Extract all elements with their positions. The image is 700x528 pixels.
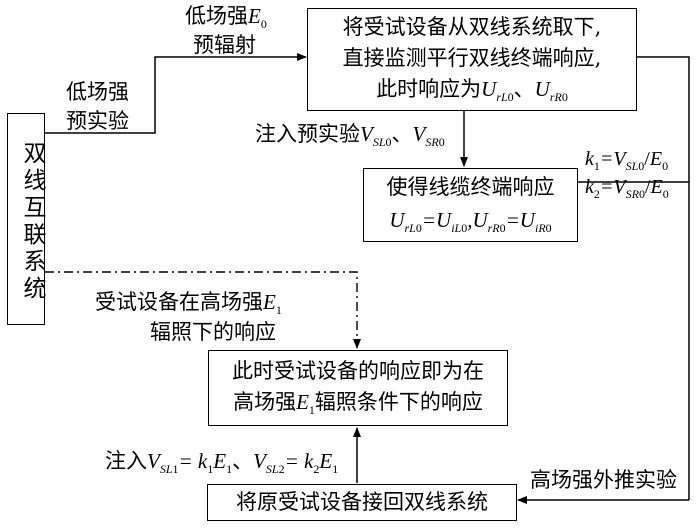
dual-line-system-box: 双线互联系统 xyxy=(7,113,45,325)
dashed-arrow-system-to-result xyxy=(45,271,361,349)
var-e1: E1 xyxy=(296,390,315,417)
label-low-field-rad-prefix: 低场强 xyxy=(185,4,248,28)
top-box-line-3: 此时响应为UrL0、UrR0 xyxy=(308,76,636,104)
result-line-2-prefix: 高场强 xyxy=(233,390,297,414)
mid-box-equation: UrL0=UiL0,UrR0=UiR0 xyxy=(389,208,552,235)
label-inject-pre-sep: 、 xyxy=(391,122,413,146)
result-line-2-suffix: 辐照条件下的响应 xyxy=(314,390,483,414)
var-e0: E0 xyxy=(248,4,267,31)
mid-process-box: 使得线缆终端响应 UrL0=UiL0,UrR0=UiR0 xyxy=(363,168,578,242)
top-process-box: 将受试设备从双线系统取下, 直接监测平行双线终端响应, 此时响应为UrL0、Ur… xyxy=(307,8,637,111)
label-inject-final-sep: 、 xyxy=(232,449,254,473)
bottom-box-label: 将原受试设备接回双线系统 xyxy=(236,490,488,514)
label-inject-pre-prefix: 注入预实验 xyxy=(255,122,360,146)
top-box-line-1: 将受试设备从双线系统取下, xyxy=(342,15,602,39)
var-e1-label: E1 xyxy=(263,290,282,317)
label-low-field-rad-2: 预辐射 xyxy=(193,33,256,57)
var-v-sl0: VSL0 xyxy=(360,122,392,149)
dual-line-system-label: 双线互联系统 xyxy=(19,141,45,303)
top-box-line-2: 直接监测平行双线终端响应, xyxy=(342,46,602,70)
eq-v-sl2: VSL2= k2E1 xyxy=(253,449,339,476)
label-high-field-resp-prefix: 受试设备在高场强 xyxy=(95,290,263,314)
label-k1: k1=VSL0/E0 xyxy=(585,148,669,173)
var-v-sr0: VSR0 xyxy=(412,122,445,149)
label-high-field-resp-2: 辐照下的响应 xyxy=(150,320,276,344)
mid-box-line-1: 使得线缆终端响应 xyxy=(386,175,555,199)
label-high-field-resp-1: 受试设备在高场强E1 xyxy=(95,289,282,317)
bottom-box: 将原受试设备接回双线系统 xyxy=(207,484,517,521)
result-box-line-1: 此时受试设备的响应即为在 xyxy=(232,359,484,383)
label-high-field-extrap: 高场强外推实验 xyxy=(530,468,677,492)
label-inject-final-prefix: 注入 xyxy=(105,449,147,473)
var-u-rl0: UrL0 xyxy=(481,77,514,104)
eq-v-sl1: VSL1= k1E1 xyxy=(147,449,233,476)
result-box: 此时受试设备的响应即为在 高场强E1辐照条件下的响应 xyxy=(208,350,508,426)
var-u-rr0: UrR0 xyxy=(534,77,568,104)
top-box-line-3-sep: 、 xyxy=(513,77,535,101)
label-inject-final: 注入VSL1= k1E1、VSL2= k2E1 xyxy=(105,448,339,476)
top-box-line-3-prefix: 此时响应为 xyxy=(376,77,482,101)
result-box-line-2: 高场强E1辐照条件下的响应 xyxy=(209,389,507,417)
label-low-field-rad-1: 低场强E0 xyxy=(185,3,267,31)
label-low-field-pre-2: 预实验 xyxy=(66,109,129,133)
label-inject-pre: 注入预实验VSL0、VSR0 xyxy=(255,121,445,149)
label-k2: k2=VSR0/E0 xyxy=(585,176,669,201)
k2-slash: / xyxy=(644,176,651,198)
line-top-box-right-down xyxy=(636,56,690,500)
k1-slash: / xyxy=(644,148,650,170)
label-low-field-pre-1: 低场强 xyxy=(66,80,129,104)
arrow-system-to-top-box xyxy=(45,53,307,134)
